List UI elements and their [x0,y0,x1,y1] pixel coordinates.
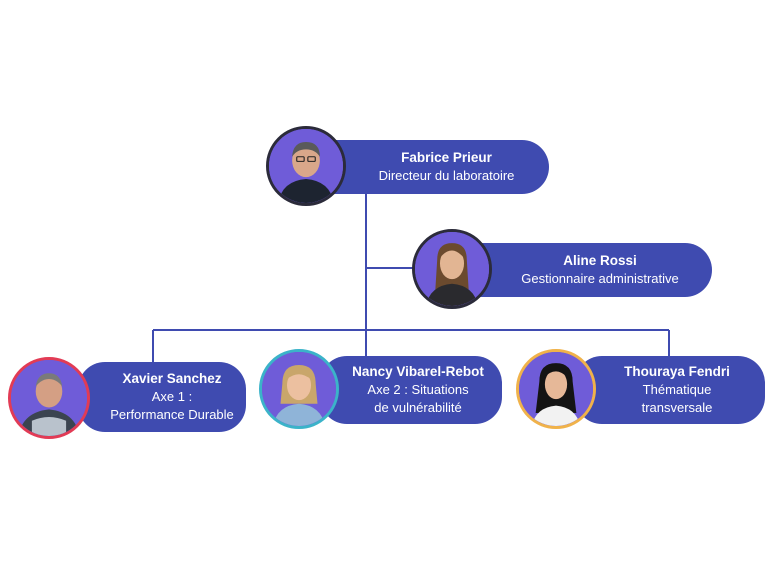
pill-xavier-sanchez: Xavier Sanchez Axe 1 : Performance Durab… [78,362,246,432]
portrait-icon [519,352,593,426]
member-role: Directeur du laboratoire [378,168,515,183]
member-role-line-2: de vulnérabilité [374,400,462,415]
member-role-line-1: Axe 2 : Situations [367,382,469,397]
avatar-aline-rossi [412,229,492,309]
portrait-icon [269,129,343,203]
avatar-thouraya-fendri [516,349,596,429]
portrait-icon [415,232,489,306]
member-role-line-2: transversale [641,400,713,415]
avatar-xavier-sanchez [8,357,90,439]
member-role-line-2: Performance Durable [110,407,234,422]
pill-thouraya-fendri: Thouraya Fendri Thématique transversale [575,356,765,424]
member-name: Xavier Sanchez [122,371,222,386]
member-name: Thouraya Fendri [624,364,730,379]
member-name: Aline Rossi [563,253,637,268]
avatar-fabrice-prieur [266,126,346,206]
member-role-line-1: Axe 1 : [151,389,193,404]
portrait-icon [262,352,336,426]
pill-fabrice-prieur: Fabrice Prieur Directeur du laboratoire [306,140,549,194]
member-role-line-1: Thématique [642,382,712,397]
member-name: Nancy Vibarel-Rebot [352,364,484,379]
member-name: Fabrice Prieur [401,150,492,165]
member-role: Gestionnaire administrative [521,271,679,286]
pill-nancy-vibarel-rebot: Nancy Vibarel-Rebot Axe 2 : Situations d… [320,356,502,424]
avatar-nancy-vibarel-rebot [259,349,339,429]
pill-aline-rossi: Aline Rossi Gestionnaire administrative [452,243,712,297]
portrait-icon [11,360,87,436]
